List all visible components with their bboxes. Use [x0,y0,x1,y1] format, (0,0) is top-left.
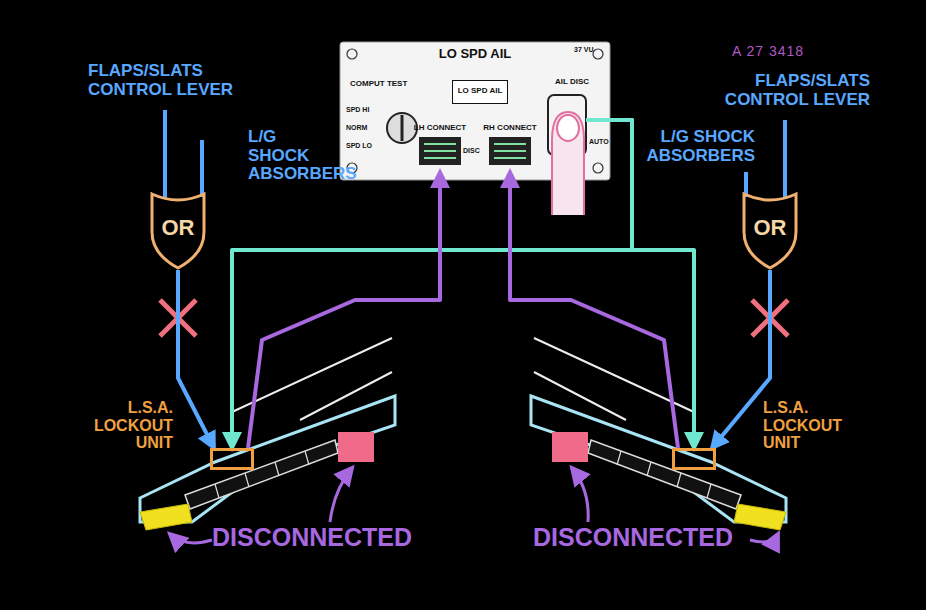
screw [593,49,603,59]
disc-wire [586,118,610,122]
screw [347,49,357,59]
light-stripe [494,157,526,159]
knob-pointer [401,115,404,141]
slot-dividers [215,451,309,498]
connect-light [419,137,461,165]
light-body [419,137,461,165]
input-wire [200,140,204,197]
switch-position: SPD LO [346,142,380,150]
connect-pushbutton: RH CONNECT [482,122,538,172]
connect-light [489,137,531,165]
divider [215,484,219,498]
input-label: FLAPS/SLATS CONTROL LEVER [88,62,258,99]
screw [593,163,603,173]
status-label: DISCONNECTED [212,524,452,552]
indicator-button: LO SPD AIL [452,80,508,104]
switch-position: DISC [463,147,489,155]
node-text: OR [742,216,798,240]
or-gate: OR [742,192,798,270]
signal-connector [610,120,694,448]
or-gate: OR [150,192,206,270]
curved-arrow [170,534,212,543]
light-stripe [424,157,456,159]
input-wire [163,110,167,199]
curved-arrow [750,534,778,542]
fingernail [557,115,579,141]
connect-pushbutton: LH CONNECT [412,122,468,172]
input-label: L/G SHOCK ABSORBERS [640,128,755,165]
lockout-unit: L.S.A. LOCKOUT UNIT [210,448,254,470]
selector-knob [387,113,417,143]
figure-reference: A 27 3418 [732,44,852,59]
signal-connector [510,172,678,448]
panel-legend: AIL DISC [547,78,597,87]
light-stripe [424,150,456,152]
node-text: L.S.A. LOCKOUT UNIT [61,399,173,452]
light-stripe [424,143,456,145]
lockout-unit: L.S.A. LOCKOUT UNIT [672,448,716,470]
wing-slot [185,440,338,509]
node-text: OR [150,216,206,240]
finger [552,112,584,215]
finger-outline [552,112,584,215]
node-text: LO SPD AIL [340,47,610,61]
divider [275,462,279,476]
divider [245,473,249,487]
node-text: LH CONNECT [412,124,468,133]
panel-legend: COMPUT TEST [350,80,420,89]
wing-outline [140,396,395,522]
signal-connector [178,270,214,448]
node-text: LO SPD AIL [453,87,507,96]
switch-position: SPD HI [346,106,380,114]
screw [347,163,357,173]
status-label: DISCONNECTED [533,524,773,552]
input-wire [783,120,787,199]
signal-connector [248,172,440,448]
input-label: L/G SHOCK ABSORBERS [248,128,338,184]
curved-arrow [572,468,588,522]
light-stripe [494,143,526,145]
wing [531,338,786,530]
light-body [489,137,531,165]
control-panel: LO SPD AIL LO SPD AIL LH CONNECT RH CONNECT [340,42,610,180]
input-label: FLAPS/SLATS CONTROL LEVER [700,72,870,109]
spoiler-actuator [338,432,374,462]
divider [305,451,309,465]
signal-connector [232,120,632,448]
panel-number: 37 VU [574,46,604,54]
node-text: RH CONNECT [482,124,538,133]
signal-connector [712,270,770,448]
switch-position: AUTO [589,138,609,146]
light-stripe [494,150,526,152]
aileron [140,504,192,530]
switch-position: NORM [346,124,380,132]
curved-arrow [330,468,352,522]
node-text: L.S.A. LOCKOUT UNIT [763,399,875,452]
